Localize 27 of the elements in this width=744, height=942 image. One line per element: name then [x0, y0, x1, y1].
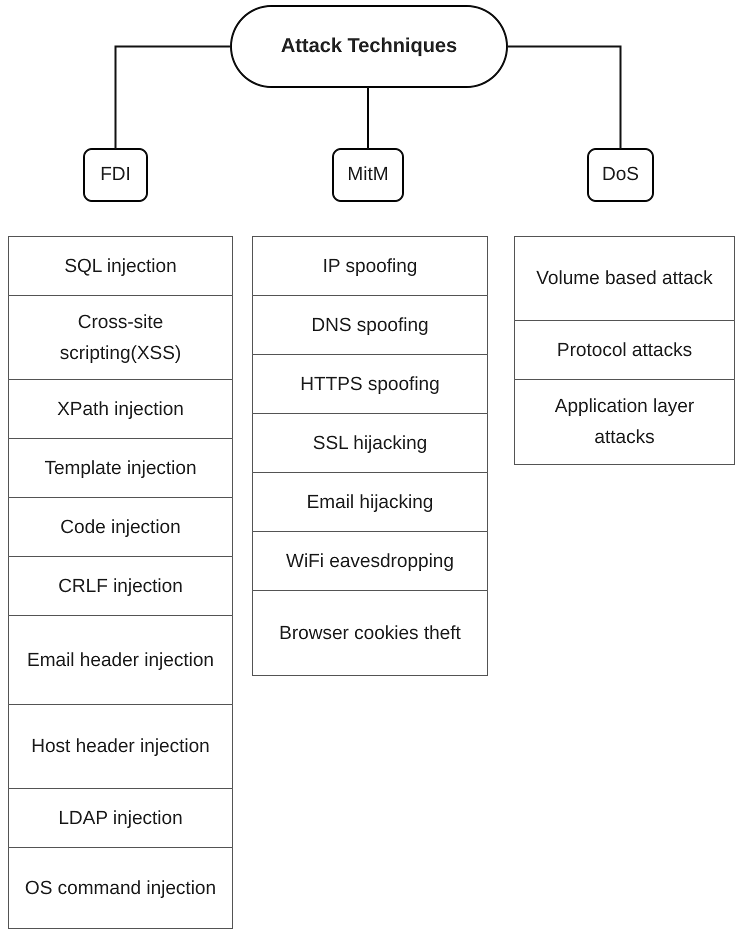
technique-cell: XPath injection	[8, 379, 233, 439]
connector-line	[367, 88, 369, 148]
technique-cell: CRLF injection	[8, 556, 233, 616]
category-box: DoS	[587, 148, 654, 202]
technique-cell: IP spoofing	[252, 236, 488, 296]
technique-cell: Browser cookies theft	[252, 590, 488, 676]
technique-cell: SSL hijacking	[252, 413, 488, 473]
category-box: MitM	[332, 148, 404, 202]
root-node: Attack Techniques	[230, 5, 508, 88]
technique-cell: Protocol attacks	[514, 320, 735, 380]
technique-cell: Email header injection	[8, 615, 233, 705]
technique-cell: Template injection	[8, 438, 233, 498]
technique-cell: HTTPS spoofing	[252, 354, 488, 414]
connector-line	[114, 46, 230, 148]
technique-cell: Cross-site scripting(XSS)	[8, 295, 233, 380]
technique-cell: Volume based attack	[514, 236, 735, 321]
technique-cell: OS command injection	[8, 847, 233, 929]
technique-cell: SQL injection	[8, 236, 233, 296]
technique-cell: DNS spoofing	[252, 295, 488, 355]
technique-cell: Host header injection	[8, 704, 233, 789]
category-box: FDI	[83, 148, 148, 202]
technique-cell: WiFi eavesdropping	[252, 531, 488, 591]
technique-cell: Application layer attacks	[514, 379, 735, 465]
technique-cell: Code injection	[8, 497, 233, 557]
technique-cell: LDAP injection	[8, 788, 233, 848]
technique-cell: Email hijacking	[252, 472, 488, 532]
connector-line	[508, 46, 622, 148]
